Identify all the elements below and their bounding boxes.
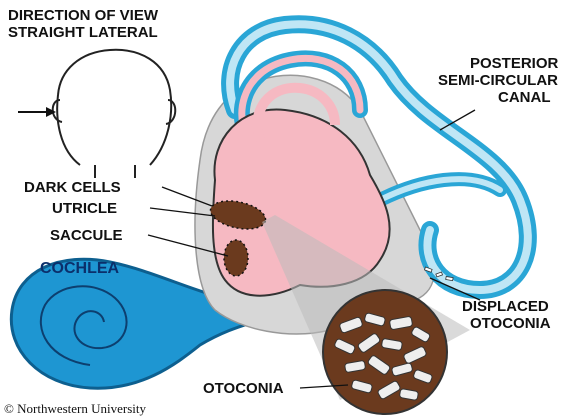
utricle-label: UTRICLE [52, 200, 117, 217]
posterior-label-1: POSTERIOR [470, 55, 559, 72]
direction-label-1: DIRECTION OF VIEW [8, 7, 159, 24]
copyright-text: © Northwestern University [4, 401, 147, 416]
direction-label-2: STRAIGHT LATERAL [8, 24, 158, 41]
otoconia-label: OTOCONIA [203, 380, 284, 397]
displaced-label-2: OTOCONIA [470, 315, 551, 332]
head-outline-icon [53, 50, 176, 178]
posterior-label-3: CANAL [498, 89, 551, 106]
posterior-label-2: SEMI-CIRCULAR [438, 72, 558, 89]
view-arrow [18, 107, 56, 117]
otoconia-magnified [323, 290, 447, 414]
displaced-label-1: DISPLACED [462, 298, 549, 315]
saccule-macula [224, 240, 248, 276]
saccule-label: SACCULE [50, 227, 123, 244]
dark-cells-label: DARK CELLS [24, 179, 121, 196]
cochlea-label: COCHLEA [40, 260, 120, 277]
